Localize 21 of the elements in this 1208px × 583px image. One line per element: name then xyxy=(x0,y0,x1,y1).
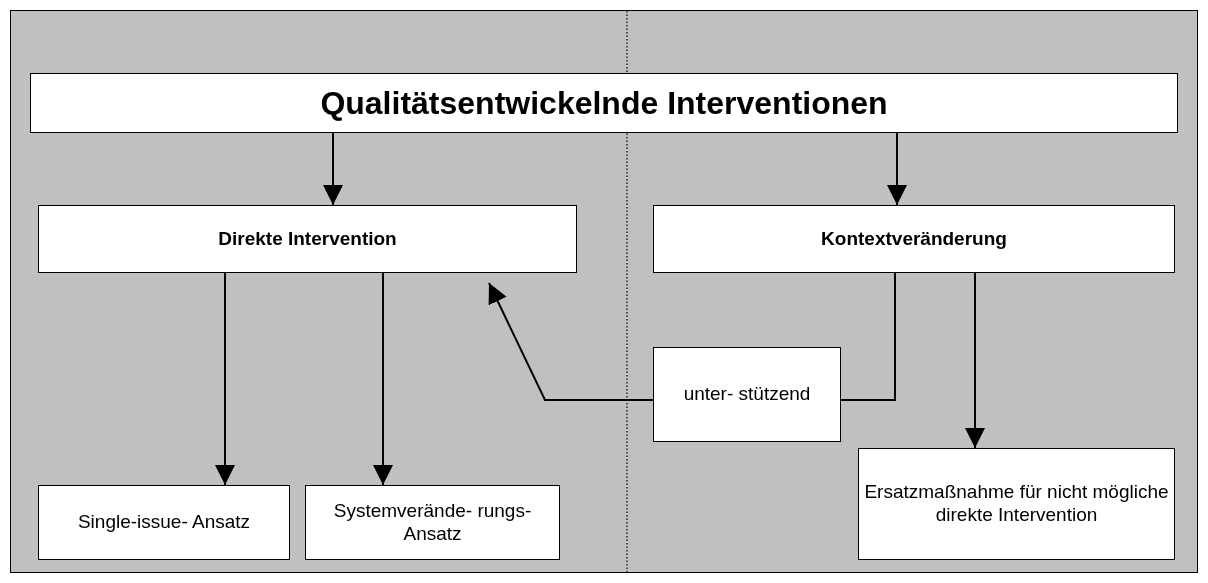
arrow xyxy=(323,132,343,206)
box-heading: Qualitätsentwickelnde Interventionen xyxy=(320,83,888,123)
box-text: Ersatzmaßnahme für nicht mögliche direkte Intervention xyxy=(863,481,1170,527)
process-box xyxy=(38,485,290,560)
process-box xyxy=(653,205,1175,273)
box-heading: Direkte Intervention xyxy=(218,227,397,251)
box-heading: Kontextveränderung xyxy=(821,227,1007,251)
arrow xyxy=(373,272,393,486)
connector-line xyxy=(840,272,896,401)
arrow xyxy=(887,132,907,206)
arrow xyxy=(215,272,235,486)
arrow xyxy=(488,282,654,401)
process-box xyxy=(858,448,1175,560)
process-box xyxy=(30,73,1178,133)
box-text: Systemverände- rungs-Ansatz xyxy=(332,499,533,546)
box-text: unter- stützend xyxy=(683,383,811,406)
process-box xyxy=(653,347,841,442)
arrow xyxy=(965,272,985,449)
process-box xyxy=(305,485,560,560)
box-text: Single-issue- Ansatz xyxy=(77,511,251,534)
process-box xyxy=(38,205,577,273)
